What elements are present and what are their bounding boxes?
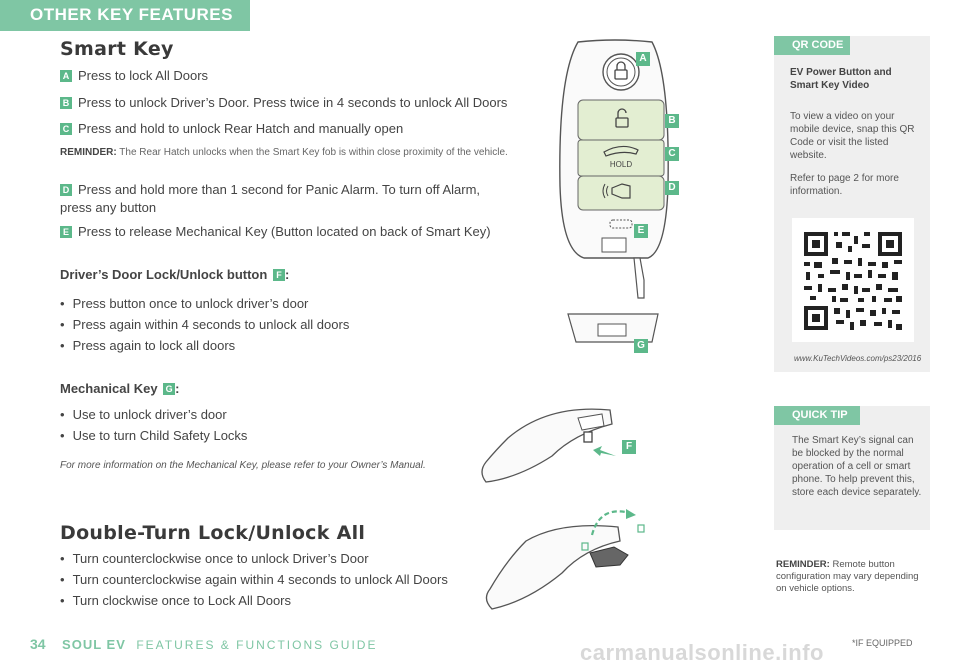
callout-c: C [665,147,679,161]
smart-key-item-a: A Press to lock All Doors [60,68,208,83]
smart-key-item-c: C Press and hold to unlock Rear Hatch and… [60,121,403,136]
callout-f: F [622,440,636,454]
badge-d: D [60,184,72,196]
horn-icon [611,183,631,199]
double-turn-illustration [485,509,645,610]
door-button [583,431,593,443]
qr-code-tab: QR CODE [774,36,850,55]
watermark: carmanualsonline.info [580,640,824,665]
driver-door-bullets: Press button once to unlock driver’s doo… [60,296,350,359]
badge-e: E [60,226,72,238]
hold-label: HOLD [610,160,632,169]
rotation-arrow-icon [590,510,631,536]
mechanical-key-blade [633,257,645,299]
lock-button [606,57,636,87]
qr-url-link[interactable]: www.KuTechVideos.com/ps23/2016 [794,354,922,363]
hatch-button [577,139,665,177]
double-turn-bullets: Turn counterclockwise once to unlock Dri… [60,551,448,614]
badge-f: F [272,269,285,281]
list-item: Use to unlock driver’s door [60,407,247,422]
footer-brand: SOUL EV [62,637,126,652]
mechanical-key-heading-text: Mechanical Key [60,381,158,396]
unlock-button [577,99,665,141]
callout-e: E [634,224,648,238]
callout-a: A [636,52,650,66]
mechanical-key-in-lock [589,546,629,568]
mechanical-key-note: For more information on the Mechanical K… [60,460,426,471]
list-item: Press button once to unlock driver’s doo… [60,296,349,311]
list-item: Turn clockwise once to Lock All Doors [60,593,448,608]
door-handle-illustration [481,408,613,483]
small-unlock-icon [637,524,645,533]
smart-key-title: Smart Key [60,38,174,60]
lock-icon [614,69,628,80]
release-button [609,219,633,229]
list-item: Press again to lock all doors [60,338,349,353]
badge-g: G [163,383,176,395]
callout-b: B [665,114,679,128]
list-item: Turn counterclockwise once to unlock Dri… [60,551,448,566]
smart-key-item-b: B Press to unlock Driver’s Door. Press tw… [60,95,507,110]
driver-door-heading-text: Driver’s Door Lock/Unlock button [60,267,268,282]
side-reminder-text: Remote button configuration may vary dep… [776,559,919,594]
item-a-text: Press to lock All Doors [78,68,209,83]
side-reminder-label: REMINDER: [776,559,830,570]
small-lock-icon [581,542,589,551]
smart-key-item-e: E Press to release Mechanical Key (Button… [60,224,491,239]
section-header-tab: OTHER KEY FEATURES [0,0,250,31]
badge-b: B [60,97,72,109]
reminder-text: The Rear Hatch unlocks when the Smart Ke… [119,147,508,158]
double-turn-title: Double-Turn Lock/Unlock All [60,522,366,544]
page-footer: 34 SOUL EV FEATURES & FUNCTIONS GUIDE [30,636,377,654]
qr-box-title: EV Power Button and Smart Key Video [790,67,892,91]
qr-box-refer: Refer to page 2 for more information. [790,173,899,197]
badge-a: A [60,70,72,82]
list-item: Use to turn Child Safety Locks [60,428,248,443]
callout-g: G [634,339,648,353]
side-reminder: REMINDER: Remote button configuration ma… [776,559,926,595]
item-c-text: Press and hold to unlock Rear Hatch and … [78,121,404,136]
qr-box-body: To view a video on your mobile device, s… [790,111,915,161]
if-equipped-note: *IF EQUIPPED [852,638,913,648]
driver-door-colon: : [284,267,290,282]
hatch-icon [603,145,639,157]
callout-d: D [665,181,679,195]
section-title: OTHER KEY FEATURES [30,5,233,24]
quick-tip-tab: QUICK TIP [774,406,860,425]
item-d-text: Press and hold more than 1 second for Pa… [60,182,481,215]
driver-door-heading: Driver’s Door Lock/Unlock button F: [60,267,289,282]
mechanical-key-bullets: Use to unlock driver’s door Use to turn … [60,407,248,449]
list-item: Turn counterclockwise again within 4 sec… [60,572,448,587]
smart-key-reminder: REMINDER: The Rear Hatch unlocks when th… [60,147,508,158]
smart-key-fob-illustration: HOLD [559,39,669,343]
qr-code-icon [804,232,902,330]
mechanical-key-colon: : [175,381,180,396]
item-e-text: Press to release Mechanical Key (Button … [78,224,491,239]
page-number: 34 [30,636,46,652]
quick-tip-text: The Smart Key’s signal can be blocked by… [792,435,922,498]
panic-button [577,175,665,211]
footer-guide: FEATURES & FUNCTIONS GUIDE [136,638,378,652]
badge-c: C [60,123,72,135]
item-b-text: Press to unlock Driver’s Door. Press twi… [78,95,508,110]
arrow-icon [593,446,616,456]
quick-tip-box [774,406,930,530]
reminder-label: REMINDER: [60,147,117,158]
list-item: Press again within 4 seconds to unlock a… [60,317,350,332]
mechanical-key-heading: Mechanical Key G: [60,381,180,396]
unlock-icon [615,117,629,128]
qr-code-image[interactable] [792,218,914,342]
